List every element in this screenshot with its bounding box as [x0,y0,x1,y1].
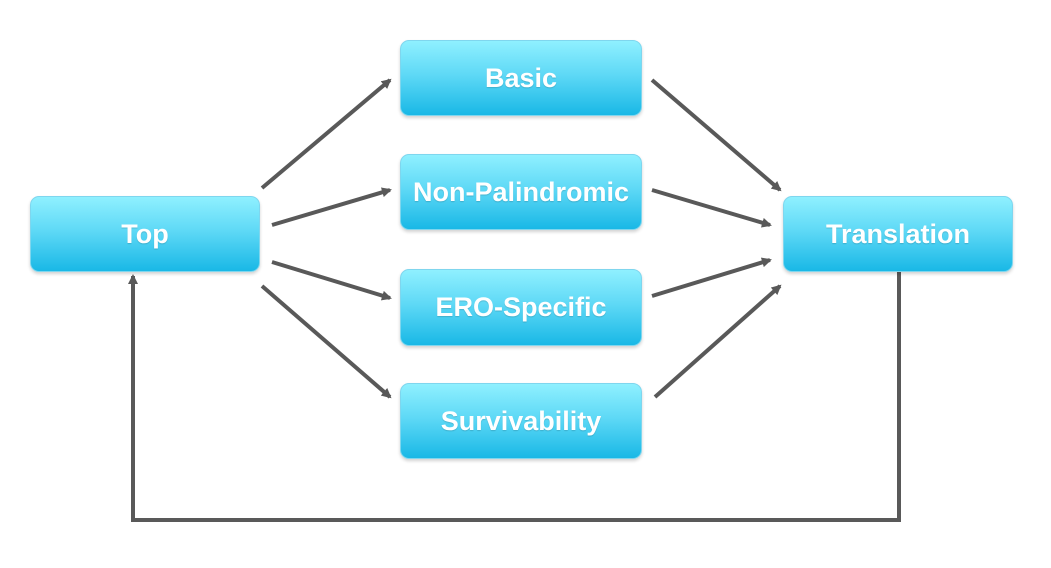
node-survivability: Survivability [400,383,642,459]
node-translation-label: Translation [825,218,971,249]
node-basic-label: Basic [484,62,558,93]
arrow-translation-to-top [128,272,901,522]
node-non-palindromic: Non-Palindromic [400,154,642,230]
arrow-basic-to-translation [650,78,782,192]
node-top: Top [30,196,260,272]
arrow-non-palindromic-to-translation [651,188,772,228]
node-basic: Basic [400,40,642,116]
arrow-top-to-non-palindromic [271,187,392,227]
arrow-top-to-basic [260,78,392,190]
node-ero-specific: ERO-Specific [400,269,642,346]
node-ero-specific-label: ERO-Specific [435,292,607,322]
arrow-top-to-ero-specific [271,260,392,301]
arrow-ero-specific-to-translation [651,257,772,298]
node-survivability-label: Survivability [440,405,602,436]
node-top-label: Top [121,218,169,249]
node-translation: Translation [783,196,1013,272]
node-non-palindromic-label: Non-Palindromic [412,176,629,207]
arrow-top-to-survivability [260,284,392,399]
arrow-survivability-to-translation [653,284,782,399]
